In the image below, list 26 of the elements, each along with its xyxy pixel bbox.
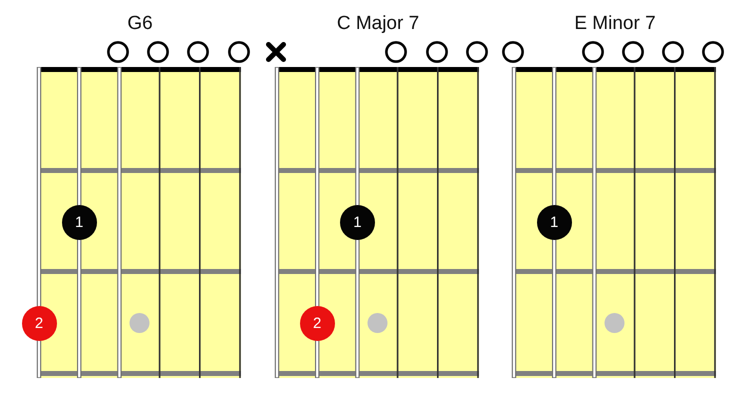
ring-icon xyxy=(466,41,488,63)
finger-dot xyxy=(300,306,335,340)
ring-icon xyxy=(107,41,129,63)
ring-icon xyxy=(187,41,209,63)
finger-number: 2 xyxy=(313,314,322,332)
finger-number: 2 xyxy=(34,314,44,332)
ring-icon xyxy=(622,41,644,63)
finger-number: 1 xyxy=(550,214,558,230)
ring-icon xyxy=(147,41,169,63)
chord-title: E Minor 7 xyxy=(574,13,656,35)
finger-dot xyxy=(536,204,572,240)
finger-number: 1 xyxy=(75,214,84,230)
chord-title: C Major 7 xyxy=(336,13,420,35)
finger-number: 1 xyxy=(353,214,362,230)
cross-icon xyxy=(265,41,287,63)
ring-icon xyxy=(702,41,724,63)
finger-dot xyxy=(22,306,56,340)
ring-icon xyxy=(502,41,524,63)
ring-icon xyxy=(228,41,250,63)
finger-dot xyxy=(62,204,97,240)
ring-icon xyxy=(426,41,448,63)
ring-icon xyxy=(582,41,604,63)
ring-icon xyxy=(662,41,684,63)
ring-icon xyxy=(385,41,407,63)
chord-title: G6 xyxy=(127,13,153,35)
finger-dot xyxy=(340,204,375,240)
